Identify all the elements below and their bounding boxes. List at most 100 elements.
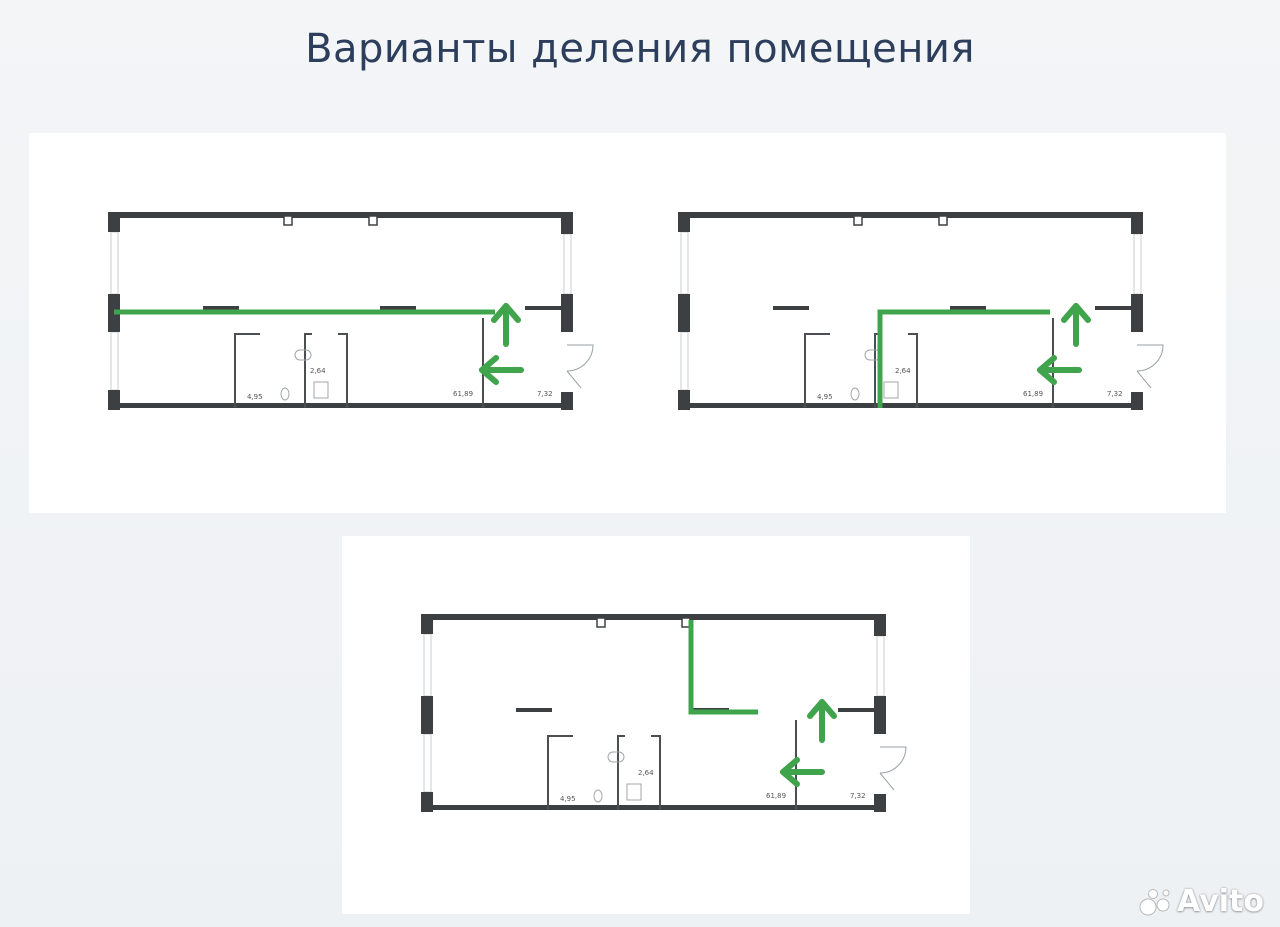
shower-fixture: [626, 783, 642, 801]
window: [563, 233, 572, 295]
wall: [773, 306, 809, 310]
division-line-variant-3: [688, 620, 758, 715]
window: [876, 635, 885, 697]
floor-plan-1: 4,95 2,64 61,89 7,32: [108, 212, 594, 410]
plans-card-bottom: [342, 536, 970, 914]
wall: [561, 392, 573, 410]
wall: [1095, 306, 1133, 310]
wall: [678, 403, 1133, 408]
door-swing: [879, 746, 907, 774]
area-label-utility: 2,64: [310, 367, 326, 375]
sink-fixture: [607, 751, 625, 763]
window: [1133, 233, 1142, 295]
window: [680, 331, 689, 391]
entry-arrow-up: [491, 303, 521, 347]
division-wall: [688, 620, 758, 715]
wall: [561, 212, 573, 234]
wall: [421, 792, 433, 812]
wall: [380, 306, 416, 310]
plan-structure: [678, 212, 1164, 410]
partition-wall: [617, 735, 625, 810]
toilet-fixture: [850, 387, 860, 401]
wall: [108, 212, 573, 218]
division-wall: [877, 309, 1050, 408]
avito-logo-icon: [1139, 888, 1170, 915]
column-notch: [596, 617, 606, 628]
partition-wall: [304, 333, 312, 408]
area-label-wc: 4,95: [817, 393, 833, 401]
wall: [421, 805, 876, 810]
wall: [108, 390, 120, 410]
area-label-entry: 7,32: [1107, 390, 1123, 398]
wall: [678, 212, 1143, 218]
wall: [678, 294, 690, 332]
area-label-main: 61,89: [766, 792, 786, 800]
partition-wall: [234, 333, 260, 408]
column-notch: [853, 215, 863, 226]
area-label-wc: 4,95: [560, 795, 576, 803]
floor-plan-3: 4,95 2,64 61,89 7,32: [421, 614, 907, 812]
wall: [874, 696, 886, 734]
wall: [525, 306, 563, 310]
door-leaf: [879, 772, 895, 791]
wall: [421, 614, 886, 620]
floor-plan-2: 4,95 2,64 61,89 7,32: [678, 212, 1164, 410]
wall: [108, 212, 120, 232]
wall: [1131, 212, 1143, 234]
partition-wall: [547, 735, 573, 810]
wall: [421, 696, 433, 734]
wall: [950, 306, 986, 310]
area-label-entry: 7,32: [537, 390, 553, 398]
partition-wall: [651, 735, 661, 810]
wall: [1131, 392, 1143, 410]
partition-wall: [804, 333, 830, 408]
column-notch: [938, 215, 948, 226]
area-label-utility: 2,64: [895, 367, 911, 375]
shower-fixture: [883, 381, 899, 399]
entry-arrow-up: [1061, 303, 1091, 347]
wall: [561, 294, 573, 332]
partition-wall: [338, 333, 348, 408]
division-line-variant-2: [877, 309, 1050, 408]
area-label-utility: 2,64: [638, 769, 654, 777]
entry-arrow-up: [807, 699, 837, 743]
entry-arrow-left: [479, 355, 524, 385]
door-swing: [566, 344, 594, 372]
area-label-wc: 4,95: [247, 393, 263, 401]
avito-logo-text: Avito: [1177, 884, 1264, 919]
wall: [678, 390, 690, 410]
wall: [1131, 294, 1143, 332]
window: [680, 231, 689, 295]
wall: [516, 708, 552, 712]
shower-fixture: [313, 381, 329, 399]
area-label-main: 61,89: [1023, 390, 1043, 398]
window: [110, 331, 119, 391]
partition-wall: [908, 333, 918, 408]
area-label-main: 61,89: [453, 390, 473, 398]
wall: [874, 614, 886, 636]
entry-arrow-left: [1037, 355, 1082, 385]
wall: [838, 708, 876, 712]
entry-arrow-left: [780, 757, 825, 787]
plan-structure: [421, 614, 907, 812]
wall: [203, 306, 239, 310]
wall: [108, 403, 563, 408]
area-label-entry: 7,32: [850, 792, 866, 800]
wall: [874, 794, 886, 812]
window: [423, 733, 432, 793]
toilet-fixture: [593, 789, 603, 803]
column-notch: [283, 215, 293, 226]
wall: [678, 212, 690, 232]
sink-fixture: [294, 349, 312, 361]
window: [423, 633, 432, 697]
door-leaf: [566, 370, 582, 389]
wall: [421, 614, 433, 634]
toilet-fixture: [280, 387, 290, 401]
column-notch: [368, 215, 378, 226]
plans-card-top: [29, 133, 1226, 513]
door-leaf: [1136, 370, 1152, 389]
page-title: Варианты деления помещения: [305, 26, 975, 72]
door-swing: [1136, 344, 1164, 372]
window: [110, 231, 119, 295]
